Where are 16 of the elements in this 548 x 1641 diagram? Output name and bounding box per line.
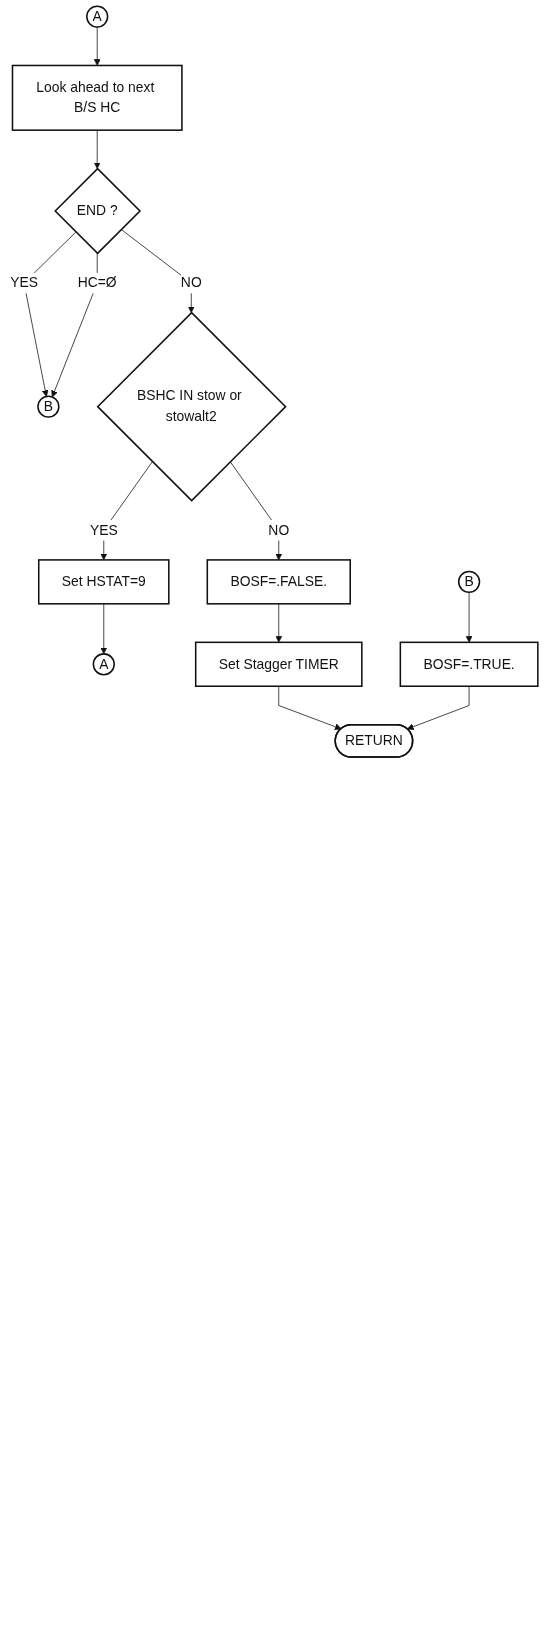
- node-box: BOSF=.TRUE.: [399, 641, 539, 687]
- edge-label: YES: [89, 522, 118, 538]
- node-circle: B: [457, 570, 481, 594]
- node-box: Set HSTAT=9: [37, 559, 170, 605]
- node-circle: A: [86, 5, 109, 28]
- node-diamond: BSHC IN stow or stowalt2: [96, 311, 287, 502]
- edge-label: YES: [10, 274, 38, 291]
- edge-label: HC=Ø: [77, 274, 117, 291]
- edge-label: NO: [268, 522, 290, 538]
- node-box: Set Stagger TIMER: [194, 641, 363, 687]
- edge-label: NO: [180, 274, 202, 291]
- node-diamond: END ?: [54, 167, 142, 255]
- node-box: BOSF=.FALSE.: [206, 559, 351, 605]
- node-circle: A: [92, 653, 115, 676]
- node-box: Look ahead to next B/S HC: [11, 64, 183, 131]
- node-circle: B: [37, 395, 60, 418]
